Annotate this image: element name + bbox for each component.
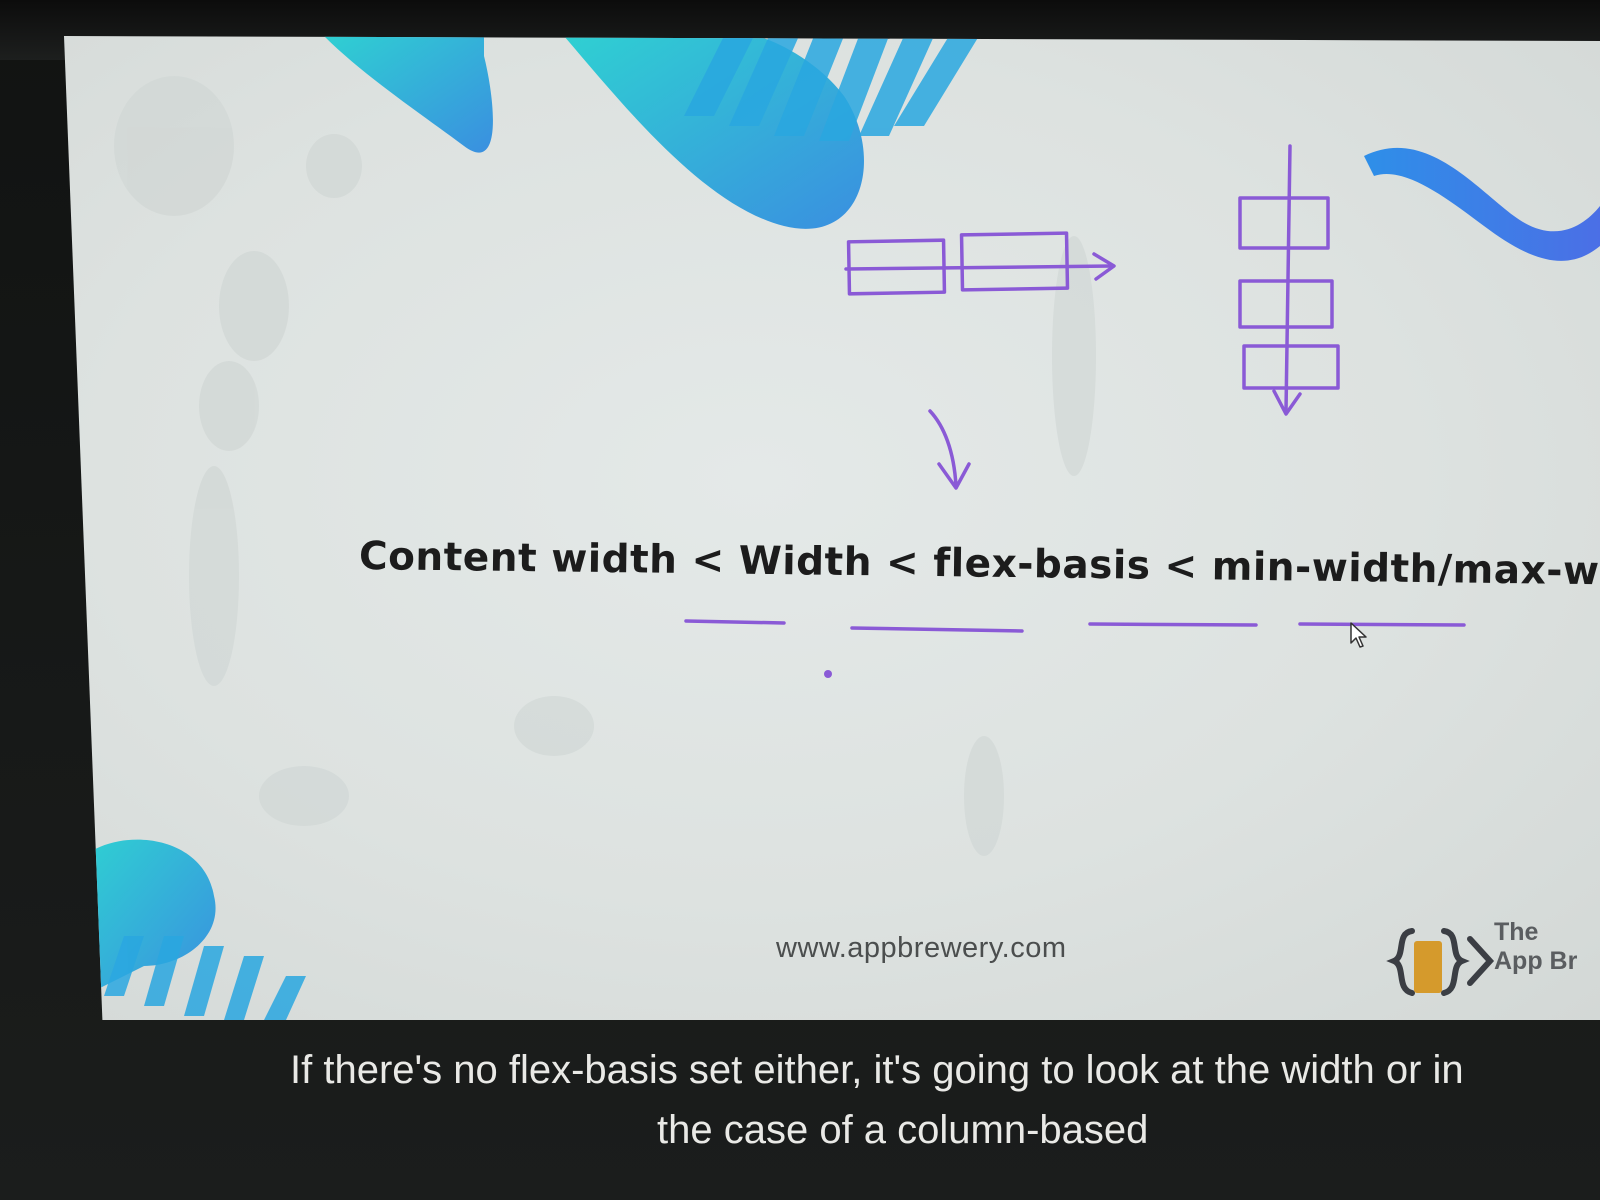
cyan-stripes-bottom — [104, 936, 306, 1020]
brand-line-1: The — [1494, 918, 1539, 946]
brand-name: The App Br — [1494, 918, 1577, 976]
underline-content-width — [684, 619, 786, 625]
mouse-pointer-icon — [1350, 622, 1367, 648]
underline-min-max — [1298, 622, 1466, 627]
lecture-slide: Content width < Width < flex-basis < min… — [64, 36, 1600, 1020]
curved-arrowhead — [937, 462, 971, 490]
slide-decoration — [84, 36, 1600, 1020]
row-arrowhead — [1092, 252, 1116, 281]
row-box-2 — [959, 231, 1070, 292]
handwritten-annotations — [684, 144, 1466, 633]
column-box-1 — [1238, 196, 1330, 250]
app-brewery-logo-icon — [1386, 928, 1495, 996]
caption-line-1: If there's no flex-basis set either, it'… — [290, 1048, 1464, 1092]
row-arrow-line — [844, 264, 1114, 271]
caption-line-2: the case of a column-based — [657, 1108, 1149, 1152]
background-blobs — [114, 76, 1096, 856]
column-box-3 — [1242, 344, 1340, 390]
brand-line-2: App Br — [1494, 947, 1578, 975]
curved-arrow — [928, 409, 958, 488]
annotation-dot — [824, 670, 832, 678]
underline-width — [850, 626, 1024, 633]
blue-swoosh — [1364, 147, 1600, 261]
website-url: www.appbrewery.com — [776, 932, 1067, 964]
cyan-blob-large — [564, 36, 864, 229]
column-arrowhead — [1272, 389, 1302, 416]
subtitle-captions: If there's no flex-basis set either, it'… — [0, 1040, 1600, 1160]
column-box-2 — [1238, 279, 1334, 329]
column-arrow-line — [1284, 144, 1292, 413]
cyan-blob-small — [324, 36, 493, 153]
cyan-blob-bottom — [84, 839, 216, 996]
underline-flex-basis — [1088, 622, 1258, 627]
cyan-stripes-top — [684, 36, 979, 141]
